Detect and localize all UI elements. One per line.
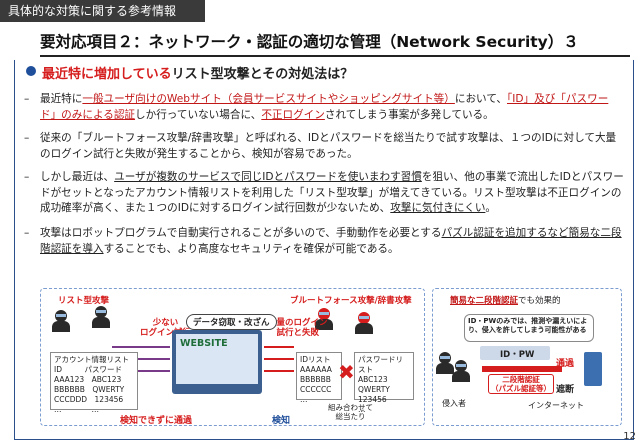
attack-arrow	[264, 370, 294, 372]
idpw-arrow	[480, 346, 550, 360]
p2-text: 従来の「ブルートフォース攻撃/辞書攻撃」と呼ばれる、IDとパスワードを総当たりで…	[40, 132, 617, 160]
password-list-title: パスワードリスト	[358, 355, 403, 374]
many-attempts-label: 大量のログイン 試行と失敗	[268, 318, 328, 338]
dash-marker: –	[24, 227, 30, 239]
pass-label: 通過	[556, 359, 575, 369]
password-list-values: ABC123 QWERTY 123456 …	[358, 375, 390, 414]
password-list-box: パスワードリスト ABC123 QWERTY 123456 …	[354, 352, 414, 414]
p3-text-a: しかし最近は、	[40, 171, 115, 183]
p3-underline-habit: ユーザが複数のサービスで同じIDとパスワードを使いまわす習慣	[114, 171, 422, 183]
p1-text-c: において、	[454, 93, 507, 105]
id-list-box: IDリスト AAAAAA BBBBBB CCCCCC …	[296, 352, 342, 404]
data-theft-bubble: データ窃取・改ざん	[186, 314, 277, 330]
hacker-icon	[315, 308, 333, 330]
p1-text-g: されてしまう事案が多発している。	[324, 108, 494, 121]
website-logo: WEBSITE	[180, 338, 228, 349]
brute-force-label: ブルートフォース攻撃/辞書攻撃	[290, 296, 412, 306]
idpw-note-box: ID・PWのみでは、推測や漏えいにより、侵入を許してしまう可能性がある	[464, 314, 594, 342]
website-monitor: WEBSITE	[172, 330, 262, 394]
hacker-icon	[355, 312, 373, 334]
p4-underline-puzzle: パズル認証を追加するなど簡易な二段階認証を導入	[40, 227, 622, 255]
dash-marker: –	[24, 93, 30, 105]
p1-highlight-login: 不正ログイン	[261, 108, 325, 121]
paragraph-3: – しかし最近は、ユーザが複数のサービスで同じIDとパスワードを使いまわす習慣を…	[24, 170, 624, 217]
p1-highlight-site: 一般ユーザ向けのWebサイト（会員サービスサイトやショッピングサイト等）	[82, 93, 455, 105]
p3-text-e: 。	[485, 202, 497, 214]
question-heading: 最近特に増加しているリスト型攻撃とその対処法は？	[42, 63, 353, 82]
attack-arrow	[264, 346, 294, 348]
account-list-box: アカウント情報リスト ID パスワード AAA123 ABC123 BBBBBB…	[50, 352, 138, 414]
hacker-icon	[92, 306, 110, 328]
attack-arrow	[112, 370, 170, 372]
paragraph-4: – 攻撃はロボットプログラムで自動実行されることが多いので、手動動作を必要とする…	[24, 226, 624, 257]
two-step-heading: 簡易な二段階認証でも効果的	[450, 296, 561, 306]
few-attempts-label: 少ない ログイン試行	[140, 318, 192, 338]
intruder-label: 侵入者	[442, 399, 466, 408]
title-underline	[40, 55, 630, 57]
account-list-values: ID パスワード AAA123 ABC123 BBBBBB QWERTY CCC…	[54, 365, 125, 414]
internet-label: インターネット	[528, 401, 584, 410]
two-step-label: 二段階認証 （パズル認証等）	[488, 374, 554, 394]
content-frame	[14, 60, 634, 440]
dash-marker: –	[24, 132, 30, 144]
question-highlight: 最近特に増加している	[42, 67, 172, 82]
intruder-icon	[436, 352, 454, 374]
dash-marker: –	[24, 171, 30, 183]
id-list-title: IDリスト	[300, 355, 331, 364]
p1-text-e: しか行っていない場合に、	[135, 108, 262, 121]
p1-highlight-auth: 「ID」及び「パスワード」のみによる認証	[40, 93, 609, 121]
block-label: 遮断	[556, 385, 575, 395]
bullet-icon	[26, 66, 36, 76]
page-number: 12	[623, 431, 636, 442]
id-list-values: AAAAAA BBBBBB CCCCCC …	[300, 365, 332, 404]
undetected-label: 検知できずに通過	[120, 416, 193, 426]
paragraph-2: – 従来の「ブルートフォース攻撃/辞書攻撃」と呼ばれる、IDとパスワードを総当た…	[24, 131, 624, 162]
cross-icon: ✖	[338, 360, 355, 384]
account-list-title: アカウント情報リスト	[54, 355, 129, 364]
blocked-arrow	[482, 366, 562, 372]
attack-arrow	[112, 358, 170, 360]
detected-label: 検知	[272, 416, 291, 426]
p3-underline-notice: 攻撃に気付きにくい	[390, 202, 486, 214]
combine-label: 組み合わせて 総当たり	[328, 403, 373, 421]
attack-arrow	[264, 358, 294, 360]
hacker-icon	[52, 310, 70, 332]
section-tag: 具体的な対策に関する参考情報	[0, 0, 205, 22]
p4-text-a: 攻撃はロボットプログラムで自動実行されることが多いので、手動動作を必要とする	[40, 227, 442, 239]
intruder-icon	[452, 360, 470, 382]
page-title: 要対応項目２：ネットワーク・認証の適切な管理（Network Security）…	[40, 33, 579, 51]
list-attack-label: リスト型攻撃	[58, 296, 110, 306]
p3-text-c: を狙い、他の事業で流出したIDとパスワードがセットとなったアカウント情報リストを…	[40, 171, 624, 214]
p4-text-c: することでも、より高度なセキュリティを確保が可能である。	[103, 242, 399, 255]
idpw-label: ID・PW	[500, 350, 535, 360]
attack-arrow	[112, 346, 170, 348]
question-rest: リスト型攻撃とその対処法は？	[171, 67, 354, 82]
p1-text-a: 最近特に	[40, 93, 83, 105]
server-icon	[584, 352, 602, 386]
paragraph-1: – 最近特に一般ユーザ向けのWebサイト（会員サービスサイトやショッピングサイト…	[24, 92, 624, 123]
